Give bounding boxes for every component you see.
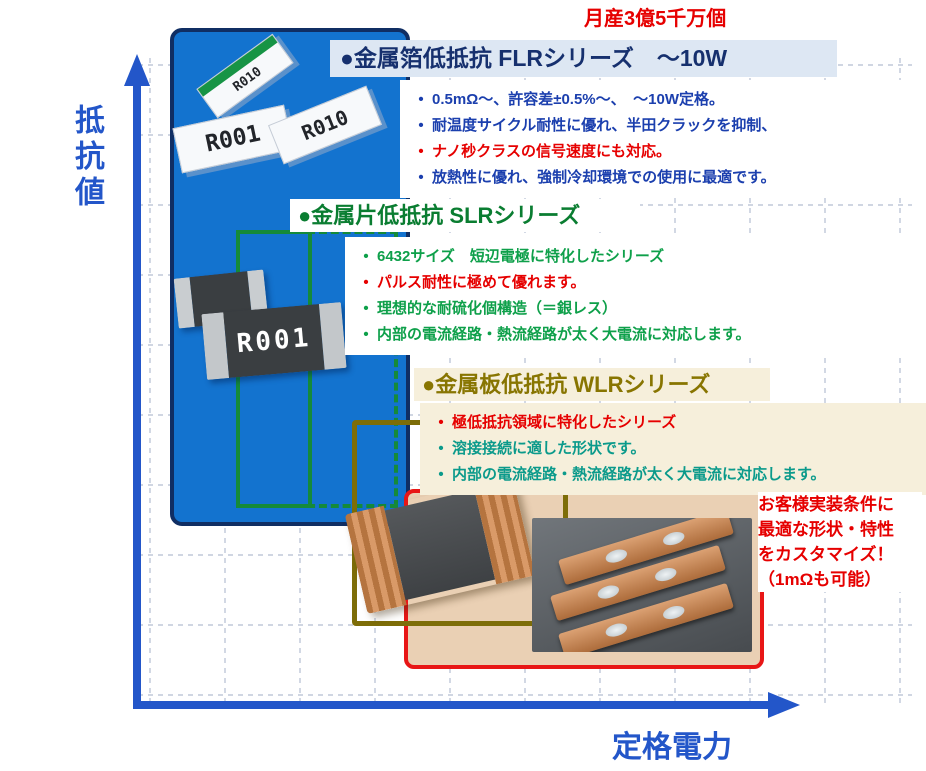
list-item: • 耐温度サイクル耐性に優れ、半田クラックを抑制、 [410,113,922,139]
list-item: • 内部の電流経路・熱流経路が太く大電流に対応します。 [430,462,922,488]
slr-bullet-text: 6432サイズ 短辺電極に特化したシリーズ [377,248,665,265]
weld-spot [661,603,687,622]
list-item: • ナノ秒クラスの信号速度にも対応。 [410,139,922,165]
flr-series-title: ●金属箔低抵抗 FLRシリーズ ～10W [330,40,837,77]
flr-bullet-text: ナノ秒クラスの信号速度にも対応。 [432,143,671,160]
flr-bullet-text: 放熱性に優れ、強制冷却環境での使用に最適です。 [432,169,776,186]
callout-line: 最適な形状・特性 [758,520,894,539]
y-axis-arrow-icon [124,54,150,86]
list-item: • パルス耐性に極めて優れます。 [355,270,922,296]
chip-label: R001 [235,322,313,360]
list-item: • 溶接接続に適した形状です。 [430,436,922,462]
wlr-bullet-list: • 極低抵抗領域に特化したシリーズ • 溶接接続に適した形状です。 • 内部の電… [420,403,926,495]
list-item: • 内部の電流経路・熱流経路が太く大電流に対応します。 [355,322,922,348]
bullet-icon: • [418,91,424,108]
chip-label: R001 [203,120,263,158]
weld-spot [604,621,629,640]
callout-line: をカスタマイズ！ [758,545,894,564]
flr-bullet-text: 0.5mΩ～、許容差±0.5%～、 ～10W定格。 [432,91,724,108]
list-item: • 極低抵抗領域に特化したシリーズ [430,410,922,436]
slr-chip-front: R001 [201,302,347,380]
bullet-icon: • [418,143,424,160]
bullet-icon: • [363,274,369,291]
wlr-photo [532,518,752,652]
bullet-icon: • [418,169,424,186]
bullet-icon: • [418,117,424,134]
slr-bullet-text: 理想的な耐硫化個構造（＝銀レス） [377,300,618,317]
slr-bullet-list: • 6432サイズ 短辺電極に特化したシリーズ • パルス耐性に極めて優れます。… [345,237,926,355]
bullet-icon: • [438,414,444,431]
customization-callout: お客様実装条件に 最適な形状・特性 をカスタマイズ！ （1mΩも可能） [758,492,922,592]
wlr-series-title: ●金属板低抵抗 WLRシリーズ [414,368,770,401]
bullet-icon: • [363,300,369,317]
slr-bullet-text: パルス耐性に極めて優れます。 [377,274,586,291]
wlr-bullet-text: 内部の電流経路・熱流経路が太く大電流に対応します。 [452,466,826,483]
list-item: • 0.5mΩ～、許容差±0.5%～、 ～10W定格。 [410,87,922,113]
list-item: • 6432サイズ 短辺電極に特化したシリーズ [355,244,922,270]
chip-body: R001 [223,303,325,379]
slr-bullet-text: 内部の電流経路・熱流経路が太く大電流に対応します。 [377,326,751,343]
list-item: • 理想的な耐硫化個構造（＝銀レス） [355,296,922,322]
bullet-icon: • [438,440,444,457]
wlr-bullet-text: 極低抵抗領域に特化したシリーズ [452,414,677,431]
bullet-icon: • [438,466,444,483]
weld-spot [596,583,621,602]
bullet-icon: • [363,326,369,343]
callout-line: お客様実装条件に [758,495,894,514]
weld-spot [661,529,687,548]
callout-line: （1mΩも可能） [758,570,882,589]
slr-series-title: ●金属片低抵抗 SLRシリーズ [290,199,640,232]
flr-bullet-text: 耐温度サイクル耐性に優れ、半田クラックを抑制、 [432,117,777,134]
weld-spot [653,565,679,584]
weld-spot [604,547,629,566]
monthly-production-annotation: 月産3億5千万個 [584,8,727,30]
list-item: • 放熱性に優れ、強制冷却環境での使用に最適です。 [410,165,922,191]
flr-bullet-list: • 0.5mΩ～、許容差±0.5%～、 ～10W定格。 • 耐温度サイクル耐性に… [400,80,926,198]
bullet-icon: • [363,248,369,265]
x-axis-arrow-icon [768,692,800,718]
wlr-bullet-text: 溶接接続に適した形状です。 [452,440,646,457]
y-axis-label: 抵抗値 [70,104,103,212]
x-axis-label: 定格電力 [612,731,732,764]
chip-label: R010 [298,104,352,146]
